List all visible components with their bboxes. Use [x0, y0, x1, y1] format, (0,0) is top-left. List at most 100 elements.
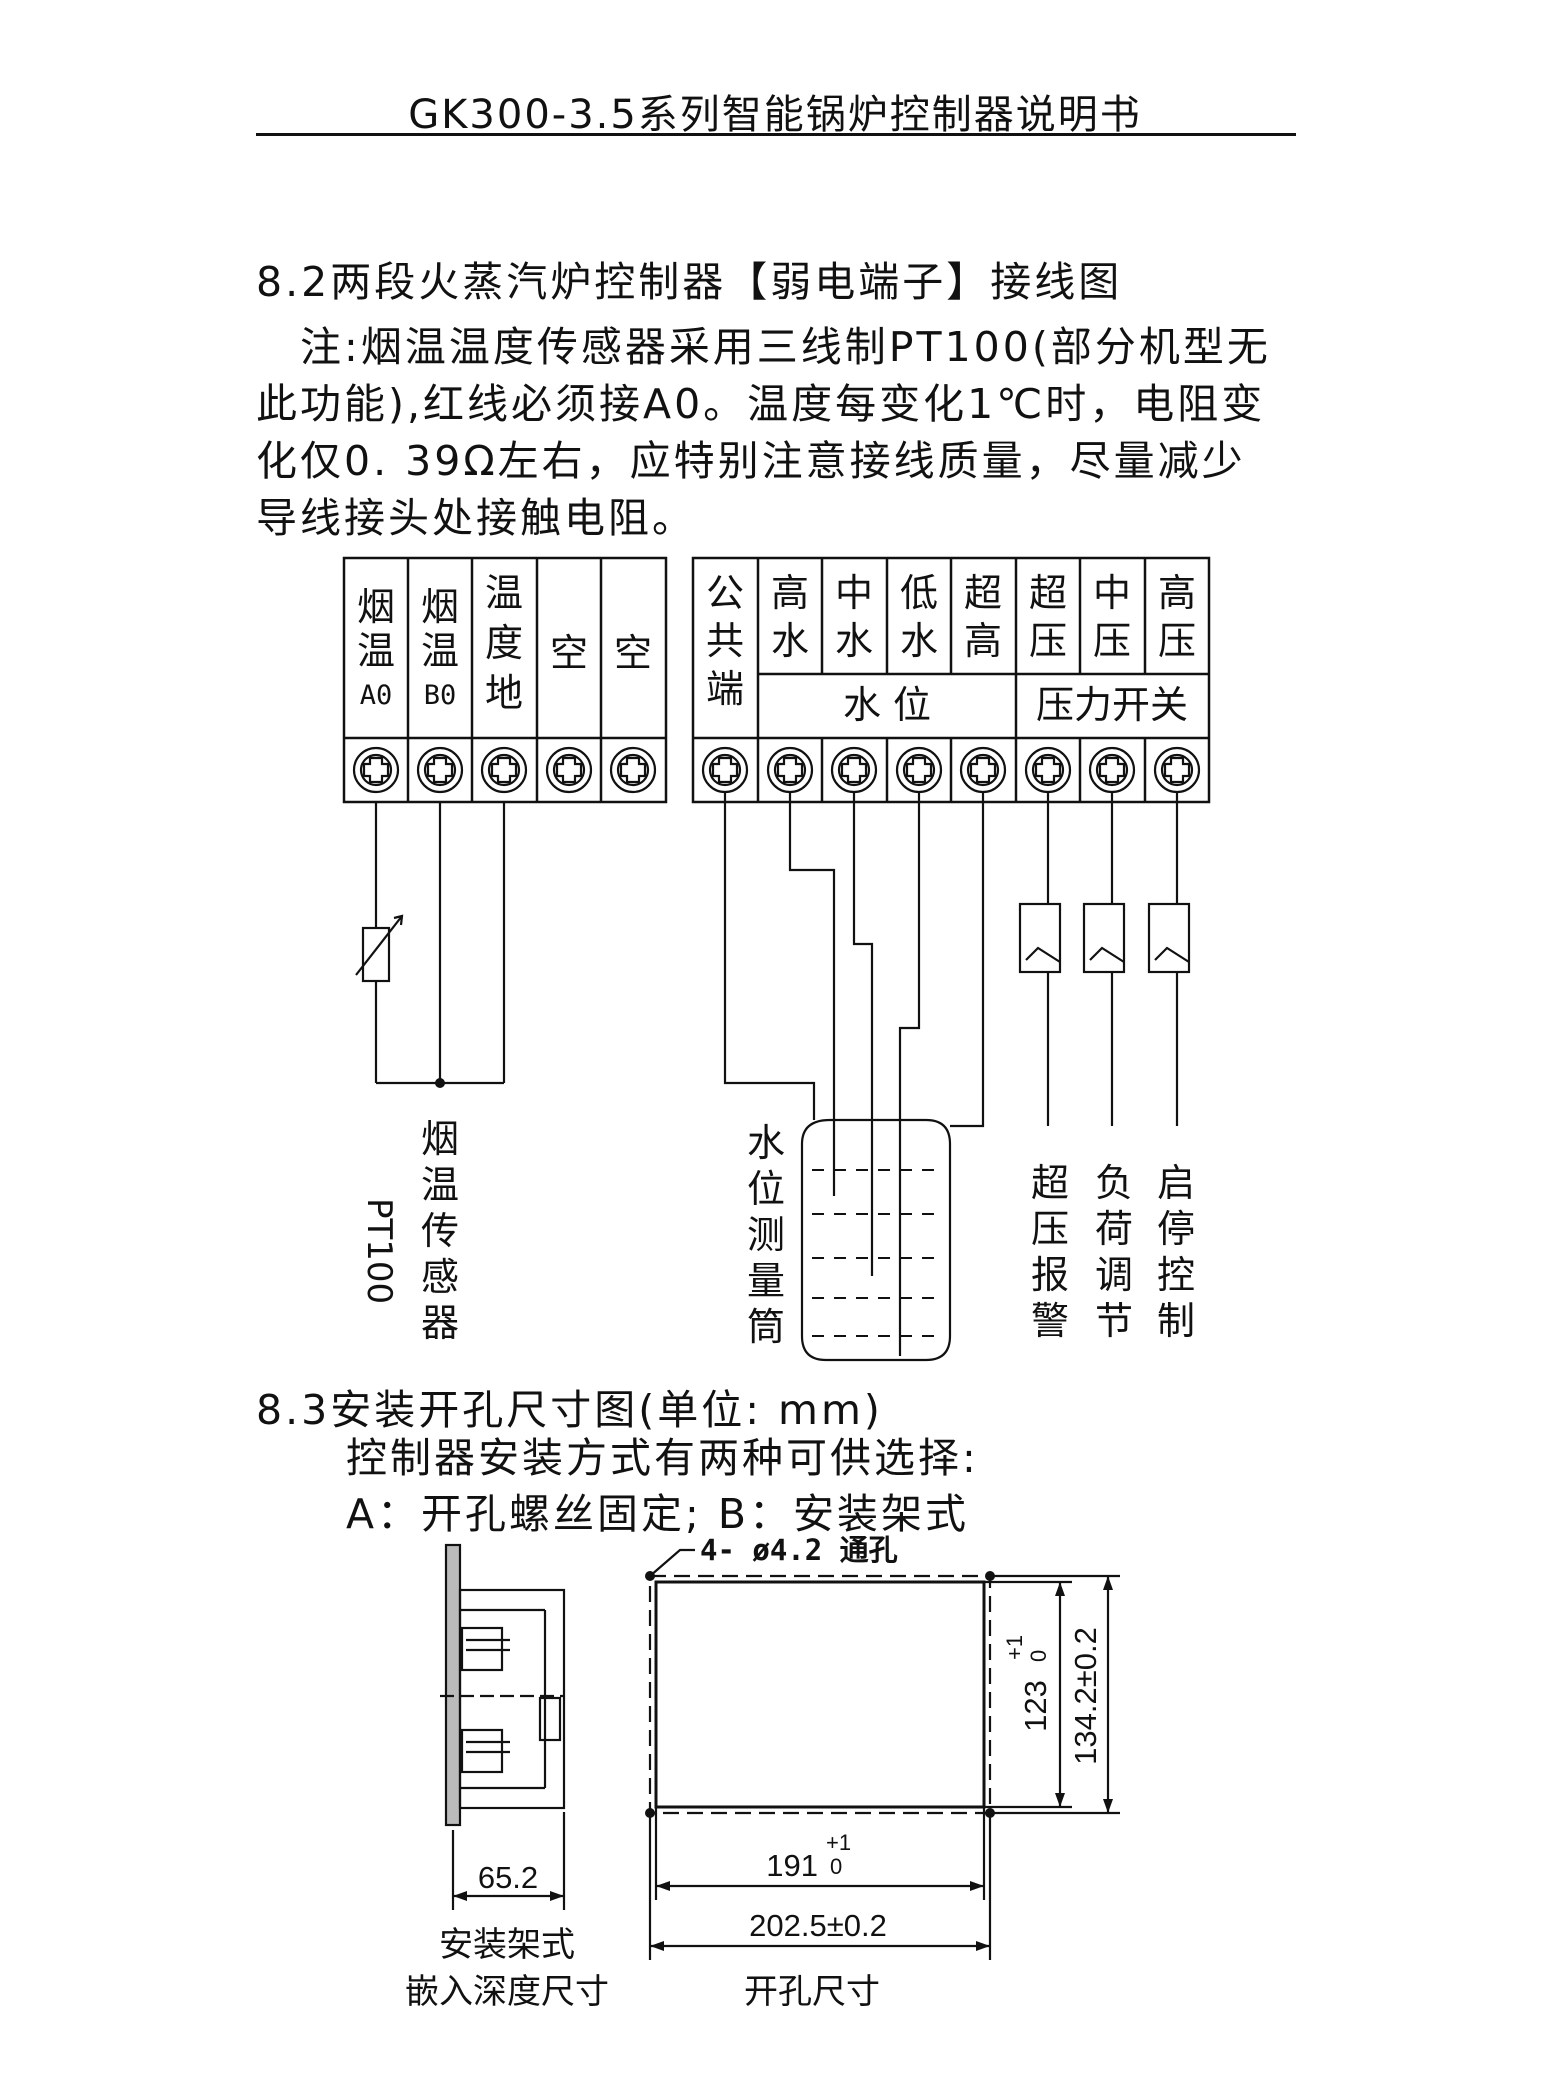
terminal-label-empty-1: 空 [550, 631, 588, 675]
terminal-screw [609, 746, 657, 794]
svg-text:启: 启 [1157, 1161, 1195, 1205]
terminal-label-mid-pressure: 中 压 [1093, 571, 1131, 663]
pt100-wiring [355, 802, 506, 1085]
terminal-label-flue-a0: 烟 温 A0 [357, 585, 395, 711]
outer-width-dimension: 202.5±0.2 [749, 1908, 887, 1943]
svg-text:位: 位 [747, 1167, 785, 1211]
svg-text:高: 高 [964, 619, 1002, 663]
terminal-screw [830, 746, 878, 794]
dimension-arrows [650, 1576, 1113, 1951]
outer-height-dimension: 134.2±0.2 [1068, 1627, 1103, 1765]
svg-text:温: 温 [485, 571, 523, 615]
group-label-water-level: 水 位 [843, 683, 931, 727]
side-view-drawing [440, 1543, 566, 1910]
inner-width-tol-zero: 0 [830, 1854, 842, 1879]
terminal-screw [545, 746, 593, 794]
caption-left-line1: 安装架式 [439, 1925, 575, 1965]
svg-text:烟: 烟 [357, 585, 395, 629]
caption-left-line2: 嵌入深度尺寸 [405, 1972, 609, 2012]
water-probe-wiring [723, 792, 985, 1362]
terminal-screw [766, 746, 814, 794]
svg-text:度: 度 [485, 621, 523, 665]
svg-text:水: 水 [771, 619, 809, 663]
inner-width-tol-plus: +1 [826, 1830, 851, 1855]
terminal-screw [416, 746, 464, 794]
flue-sensor-label: 烟 温 传 感 器 [421, 1117, 459, 1345]
svg-text:地: 地 [485, 671, 523, 715]
svg-text:压: 压 [1158, 619, 1196, 663]
svg-text:水: 水 [747, 1121, 785, 1165]
svg-text:测: 测 [747, 1213, 785, 1257]
section-8-3-line1: 控制器安装方式有两种可供选择: [346, 1434, 979, 1482]
svg-text:公: 公 [706, 571, 744, 615]
terminal-screw [480, 746, 528, 794]
terminal-label-mid-water: 中 水 [835, 571, 873, 663]
svg-text:警: 警 [1031, 1299, 1069, 1343]
terminal-label-flue-b0: 烟 温 B0 [421, 585, 459, 711]
water-lines [812, 1169, 942, 1337]
svg-text:高: 高 [1158, 571, 1196, 615]
svg-text:制: 制 [1157, 1299, 1195, 1343]
svg-text:B0: B0 [424, 680, 457, 711]
svg-text:低: 低 [900, 571, 938, 615]
svg-text:A0: A0 [360, 680, 393, 711]
svg-text:超: 超 [964, 571, 1002, 615]
svg-text:高: 高 [771, 571, 809, 615]
inner-height-tol-plus: +1 [1002, 1635, 1027, 1660]
terminal-screw [701, 746, 749, 794]
terminal-label-low-water: 低 水 [900, 571, 938, 663]
svg-text:压: 压 [1093, 619, 1131, 663]
terminal-screw [352, 746, 400, 794]
svg-text:超: 超 [1029, 571, 1067, 615]
terminal-screw [1088, 746, 1136, 794]
svg-text:压: 压 [1031, 1207, 1069, 1251]
section-8-3-line2: A：开孔螺丝固定; B：安装架式 [346, 1490, 970, 1538]
inner-height-dimension: 123 [1018, 1680, 1053, 1732]
start-stop-label: 启 停 控 制 [1157, 1161, 1195, 1343]
svg-text:停: 停 [1157, 1207, 1195, 1251]
hole-note: 4- ø4.2 通孔 [700, 1533, 898, 1567]
section-8-2-heading: 8.2两段火蒸汽炉控制器【弱电端子】接线图 [256, 258, 1123, 306]
overpressure-alarm-label: 超 压 报 警 [1031, 1161, 1069, 1343]
cutout-drawing [648, 1548, 1120, 1960]
note-line-3: 化仅0. 39Ω左右，应特别注意接线质量，尽量减少 [256, 437, 1246, 485]
terminal-screw [959, 746, 1007, 794]
svg-text:烟: 烟 [421, 585, 459, 629]
caption-right: 开孔尺寸 [744, 1972, 880, 2012]
water-gauge-label: 水 位 测 量 筒 [747, 1121, 785, 1349]
svg-text:控: 控 [1157, 1253, 1195, 1297]
note-line-4: 导线接头处接触电阻。 [256, 494, 696, 542]
svg-text:水: 水 [835, 619, 873, 663]
svg-text:温: 温 [421, 629, 459, 673]
terminal-screw [895, 746, 943, 794]
svg-text:器: 器 [421, 1301, 459, 1345]
terminal-label-high-pressure: 高 压 [1158, 571, 1196, 663]
inner-width-dimension: 191 [766, 1848, 818, 1883]
hole-markers [645, 1571, 995, 1818]
svg-text:端: 端 [706, 667, 744, 711]
svg-text:水: 水 [900, 619, 938, 663]
svg-text:烟: 烟 [421, 1117, 459, 1161]
terminal-label-high-water: 高 水 [771, 571, 809, 663]
page-header-title: GK300-3.5系列智能锅炉控制器说明书 [408, 92, 1142, 138]
inner-height-tol-zero: 0 [1026, 1650, 1051, 1662]
header-rule [256, 133, 1296, 136]
terminal-label-over-high: 超 高 [964, 571, 1002, 663]
svg-text:感: 感 [421, 1255, 459, 1299]
group-label-pressure-switch: 压力开关 [1036, 683, 1188, 727]
svg-text:中: 中 [1093, 571, 1131, 615]
terminal-label-over-pressure: 超 压 [1029, 571, 1067, 663]
terminal-label-common: 公 共 端 [706, 571, 744, 711]
note-line-1: 注:烟温温度传感器采用三线制PT100(部分机型无 [256, 323, 1271, 371]
svg-text:量: 量 [747, 1259, 785, 1303]
svg-text:中: 中 [835, 571, 873, 615]
svg-text:调: 调 [1095, 1253, 1133, 1297]
section-8-3-heading: 8.3安装开孔尺寸图(单位: mm) [256, 1386, 883, 1434]
terminal-label-empty-2: 空 [614, 631, 652, 675]
svg-text:压: 压 [1029, 619, 1067, 663]
note-line-2: 此功能),红线必须接A0。温度每变化1℃时，电阻变 [256, 380, 1266, 428]
pressure-switch-wiring [1018, 792, 1191, 1126]
svg-text:超: 超 [1031, 1161, 1069, 1205]
svg-text:温: 温 [421, 1163, 459, 1207]
